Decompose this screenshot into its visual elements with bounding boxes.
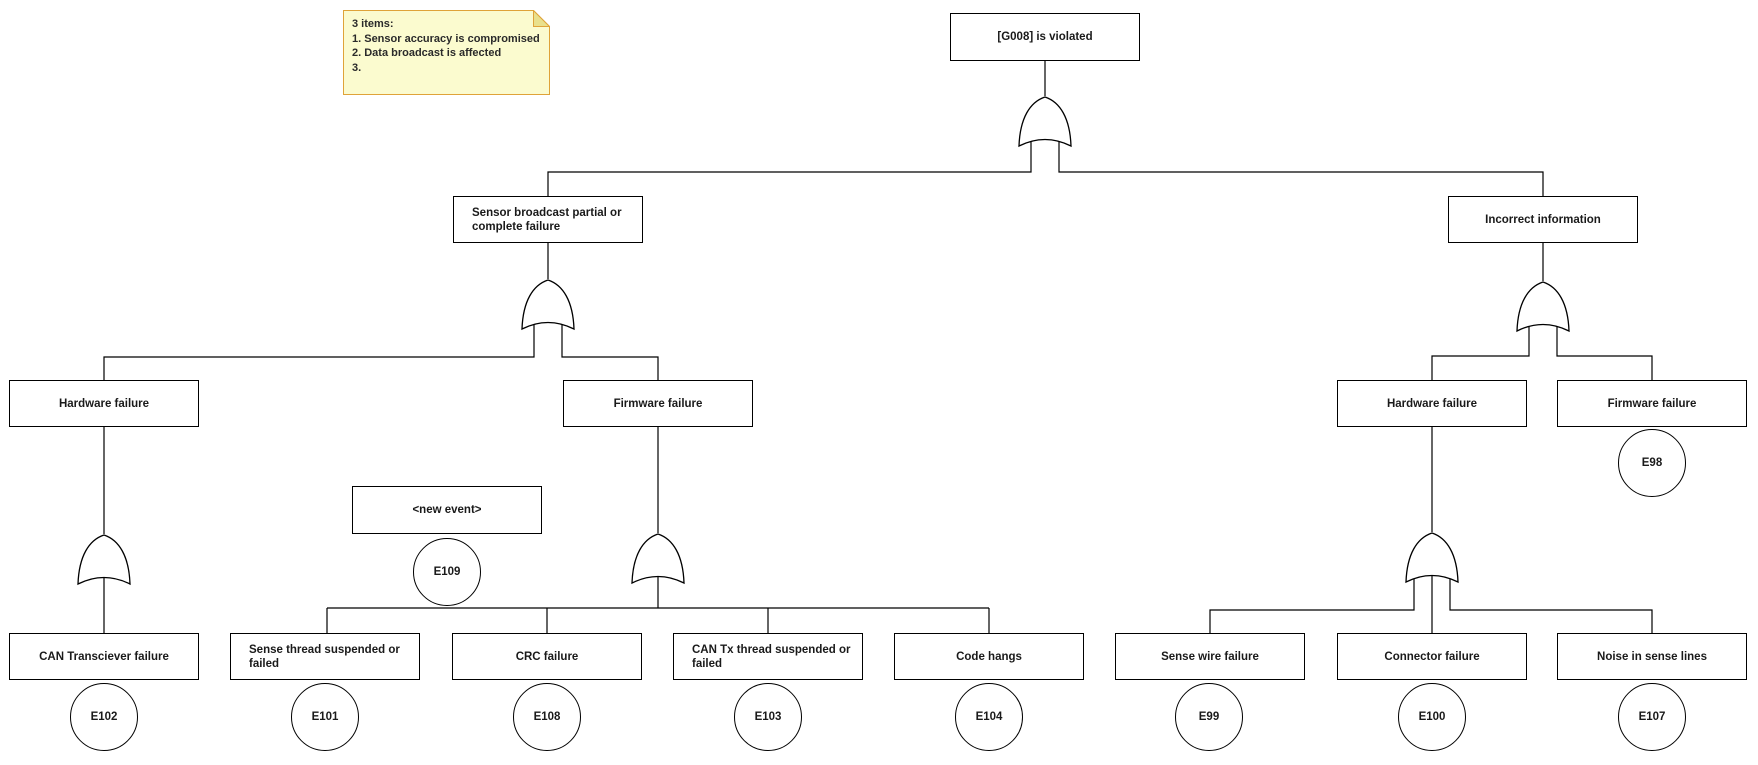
or-gate-fw-left[interactable] xyxy=(631,533,685,585)
event-circle-e100[interactable]: E100 xyxy=(1398,683,1466,751)
note-line: 3. xyxy=(352,61,362,74)
node-box-hardware-left[interactable]: Hardware failure xyxy=(9,380,199,427)
or-gate-icon xyxy=(1516,281,1570,333)
note-fold-icon xyxy=(533,10,550,27)
event-circle-e99[interactable]: E99 xyxy=(1175,683,1243,751)
event-circle-e98[interactable]: E98 xyxy=(1618,429,1686,497)
event-circle-e101[interactable]: E101 xyxy=(291,683,359,751)
or-gate-root[interactable] xyxy=(1018,96,1072,148)
node-box-code-hangs[interactable]: Code hangs xyxy=(894,633,1084,680)
or-gate-icon xyxy=(1018,96,1072,148)
note-line: 3 items: xyxy=(352,18,394,30)
node-box-crc-failure[interactable]: CRC failure xyxy=(452,633,642,680)
or-gate-incorrect-info[interactable] xyxy=(1516,281,1570,333)
note-body xyxy=(343,10,550,95)
note-line: 2. Data broadcast is affected xyxy=(352,47,502,59)
node-box-can-tx-thread[interactable]: CAN Tx thread suspended or failed xyxy=(673,633,863,680)
event-circle-e108[interactable]: E108 xyxy=(513,683,581,751)
or-gate-icon xyxy=(521,279,575,331)
sticky-note-background xyxy=(343,10,550,95)
node-box-firmware-left[interactable]: Firmware failure xyxy=(563,380,753,427)
node-box-noise[interactable]: Noise in sense lines xyxy=(1557,633,1747,680)
event-circle-e102[interactable]: E102 xyxy=(70,683,138,751)
event-circle-e104[interactable]: E104 xyxy=(955,683,1023,751)
node-box-can-transciever[interactable]: CAN Transciever failure xyxy=(9,633,199,680)
note-line: 1. Sensor accuracy is compromised xyxy=(352,32,540,45)
node-box-connector[interactable]: Connector failure xyxy=(1337,633,1527,680)
event-circle-e103[interactable]: E103 xyxy=(734,683,802,751)
connector-lines xyxy=(103,61,1653,633)
node-box-hardware-right[interactable]: Hardware failure xyxy=(1337,380,1527,427)
or-gate-icon xyxy=(631,533,685,585)
node-box-sense-thread[interactable]: Sense thread suspended or failed xyxy=(230,633,420,680)
node-box-sensor-broadcast[interactable]: Sensor broadcast partial or complete fai… xyxy=(453,196,643,243)
or-gate-hw-left[interactable] xyxy=(77,534,131,586)
event-circle-e107[interactable]: E107 xyxy=(1618,683,1686,751)
or-gate-sensor-broadcast[interactable] xyxy=(521,279,575,331)
node-box-sense-wire[interactable]: Sense wire failure xyxy=(1115,633,1305,680)
or-gate-hw-right[interactable] xyxy=(1405,532,1459,584)
event-circle-e109[interactable]: E109 xyxy=(413,538,481,606)
node-box-firmware-right[interactable]: Firmware failure xyxy=(1557,380,1747,427)
or-gate-icon xyxy=(77,534,131,586)
node-box-root[interactable]: [G008] is violated xyxy=(950,13,1140,61)
node-box-incorrect-info[interactable]: Incorrect information xyxy=(1448,196,1638,243)
node-box-new-event[interactable]: <new event> xyxy=(352,486,542,534)
sticky-note[interactable]: 3 items: 1. Sensor accuracy is compromis… xyxy=(343,10,550,95)
or-gate-icon xyxy=(1405,532,1459,584)
